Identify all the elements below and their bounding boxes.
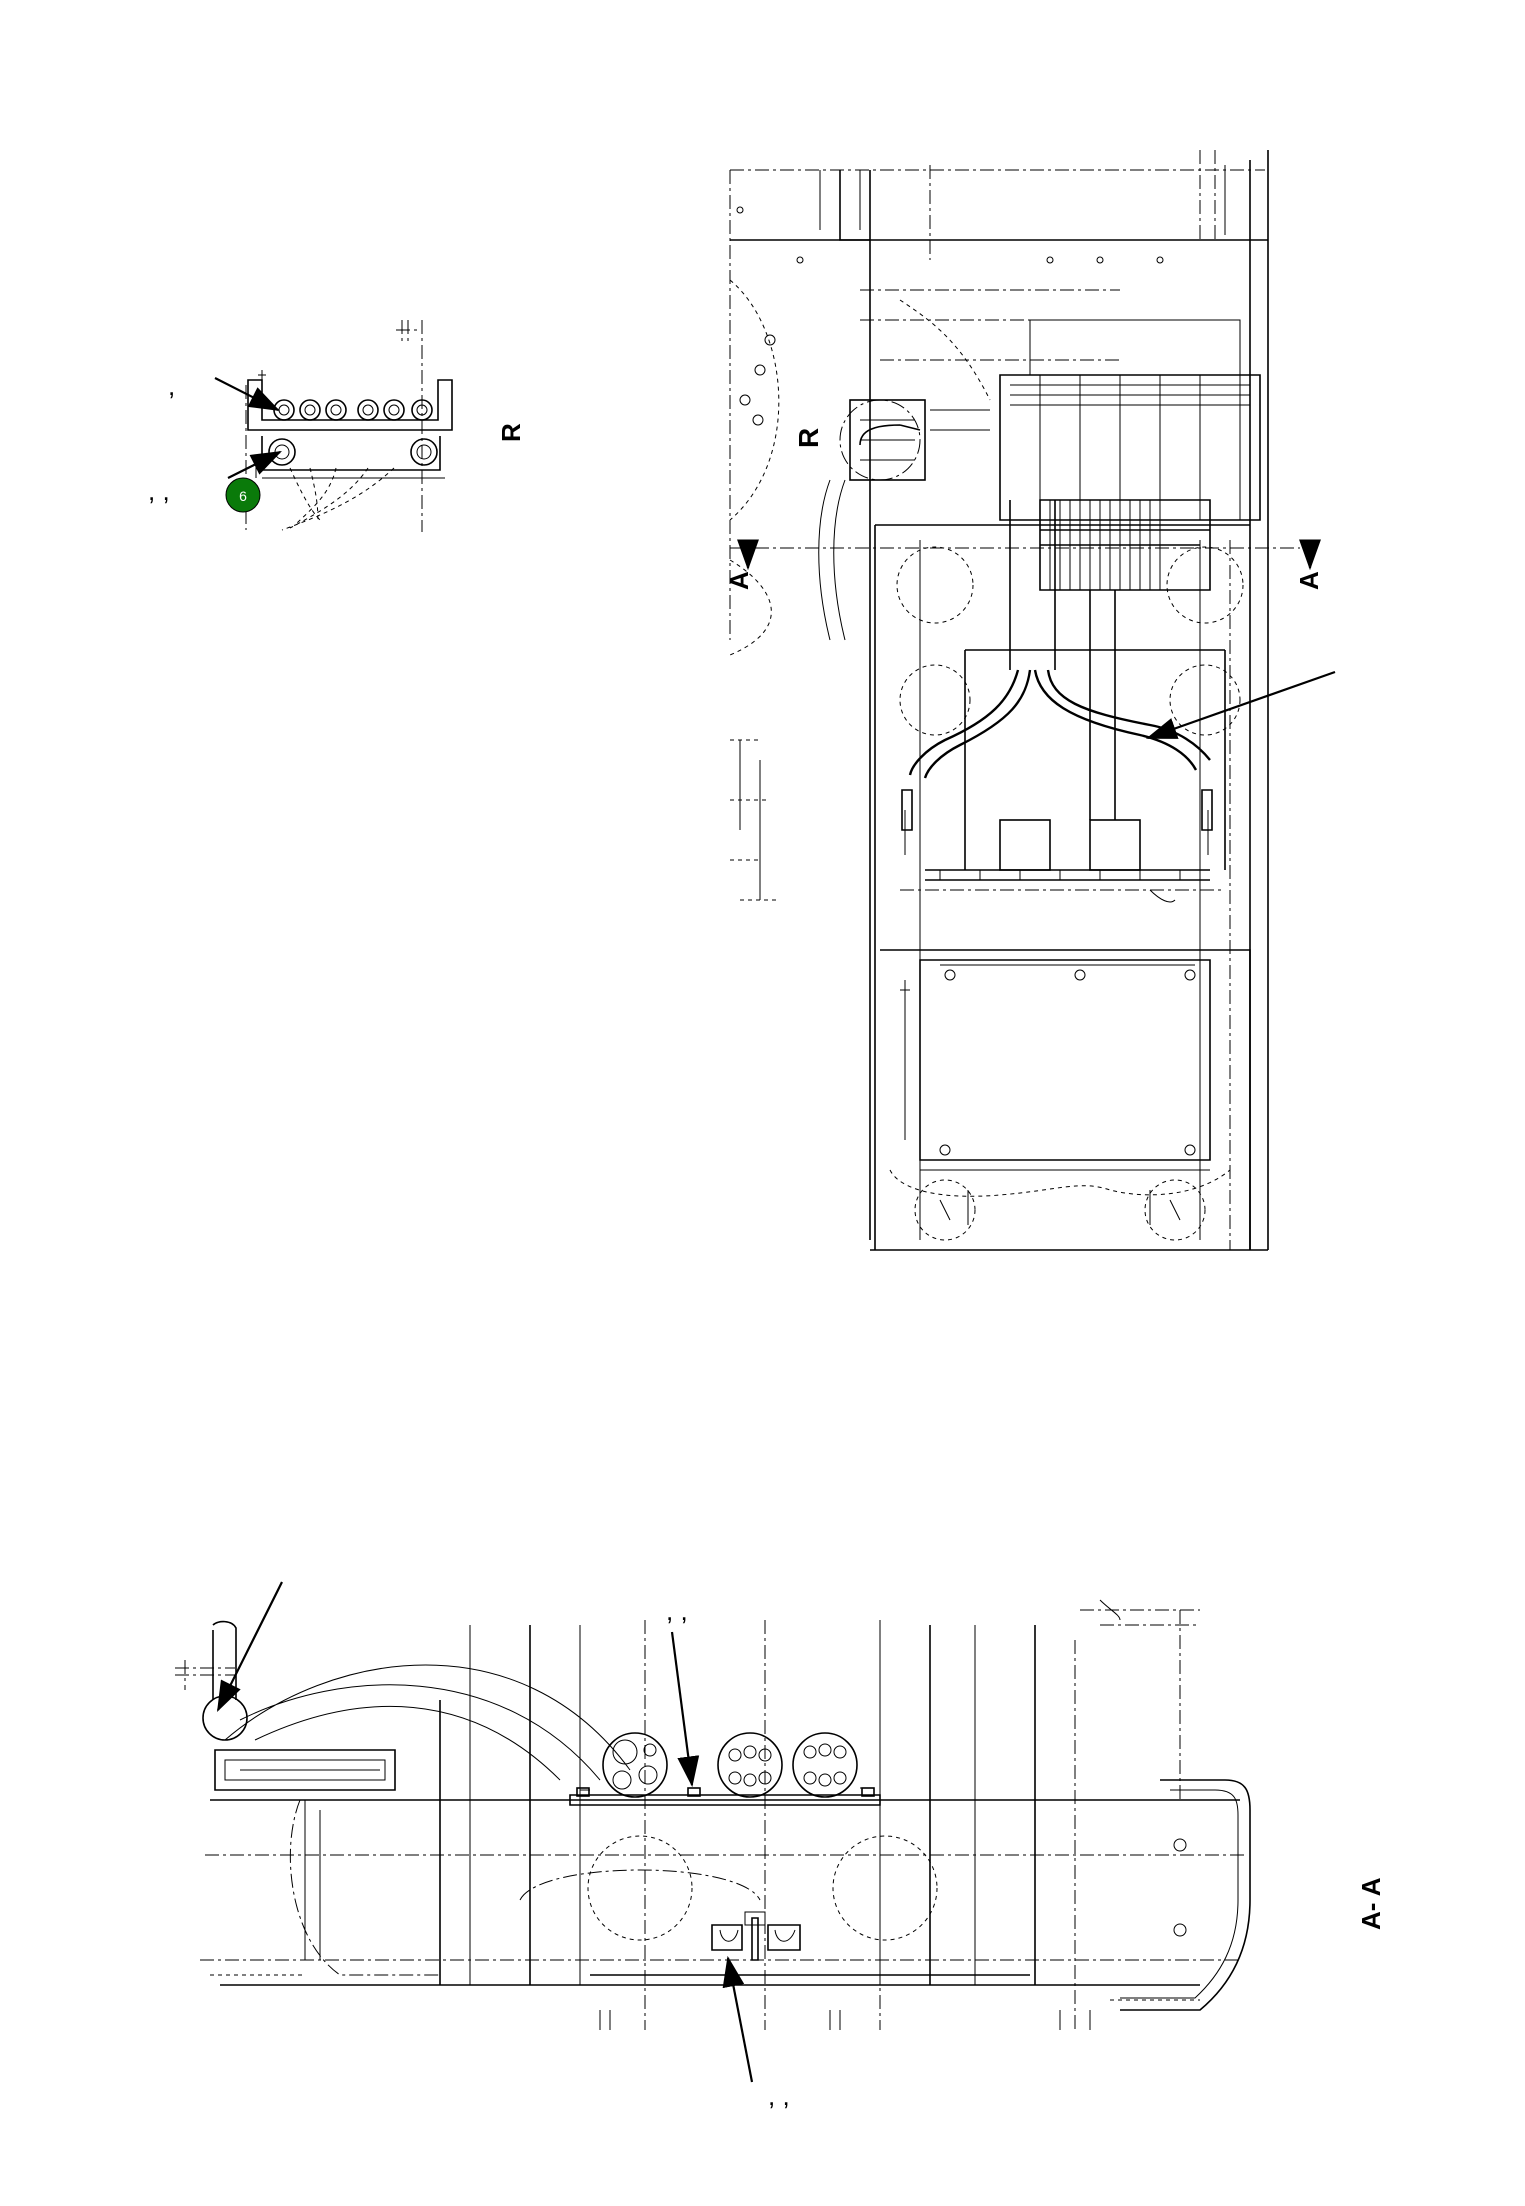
section-a-a-view: , , , , A- A — [175, 1581, 1386, 2111]
callout-comma-3: , , — [666, 1596, 688, 1626]
callout-comma-4: , , — [768, 2081, 790, 2111]
section-a-label-right: A — [1294, 571, 1324, 590]
detail-r-label-small: R — [496, 423, 526, 442]
cable-bundle-3 — [792, 1732, 858, 1798]
main-plan-view: A A R — [724, 150, 1336, 1251]
callout-comma-2: , , — [148, 476, 170, 506]
section-a-label-left: A — [724, 571, 754, 590]
detail-r-view: 6 , , , R — [148, 320, 526, 532]
cable-bundle-2 — [717, 1732, 783, 1798]
cable-bundle-1 — [602, 1732, 668, 1798]
callout-comma-1: , — [168, 371, 175, 401]
callout-balloon-6 — [225, 477, 261, 513]
lower-clamp — [711, 1911, 801, 1961]
detail-r-label-main: R — [793, 428, 824, 448]
connector-row — [273, 399, 433, 421]
callout-balloon-number: 6 — [239, 488, 247, 504]
section-a-a-title: A- A — [1356, 1877, 1386, 1930]
